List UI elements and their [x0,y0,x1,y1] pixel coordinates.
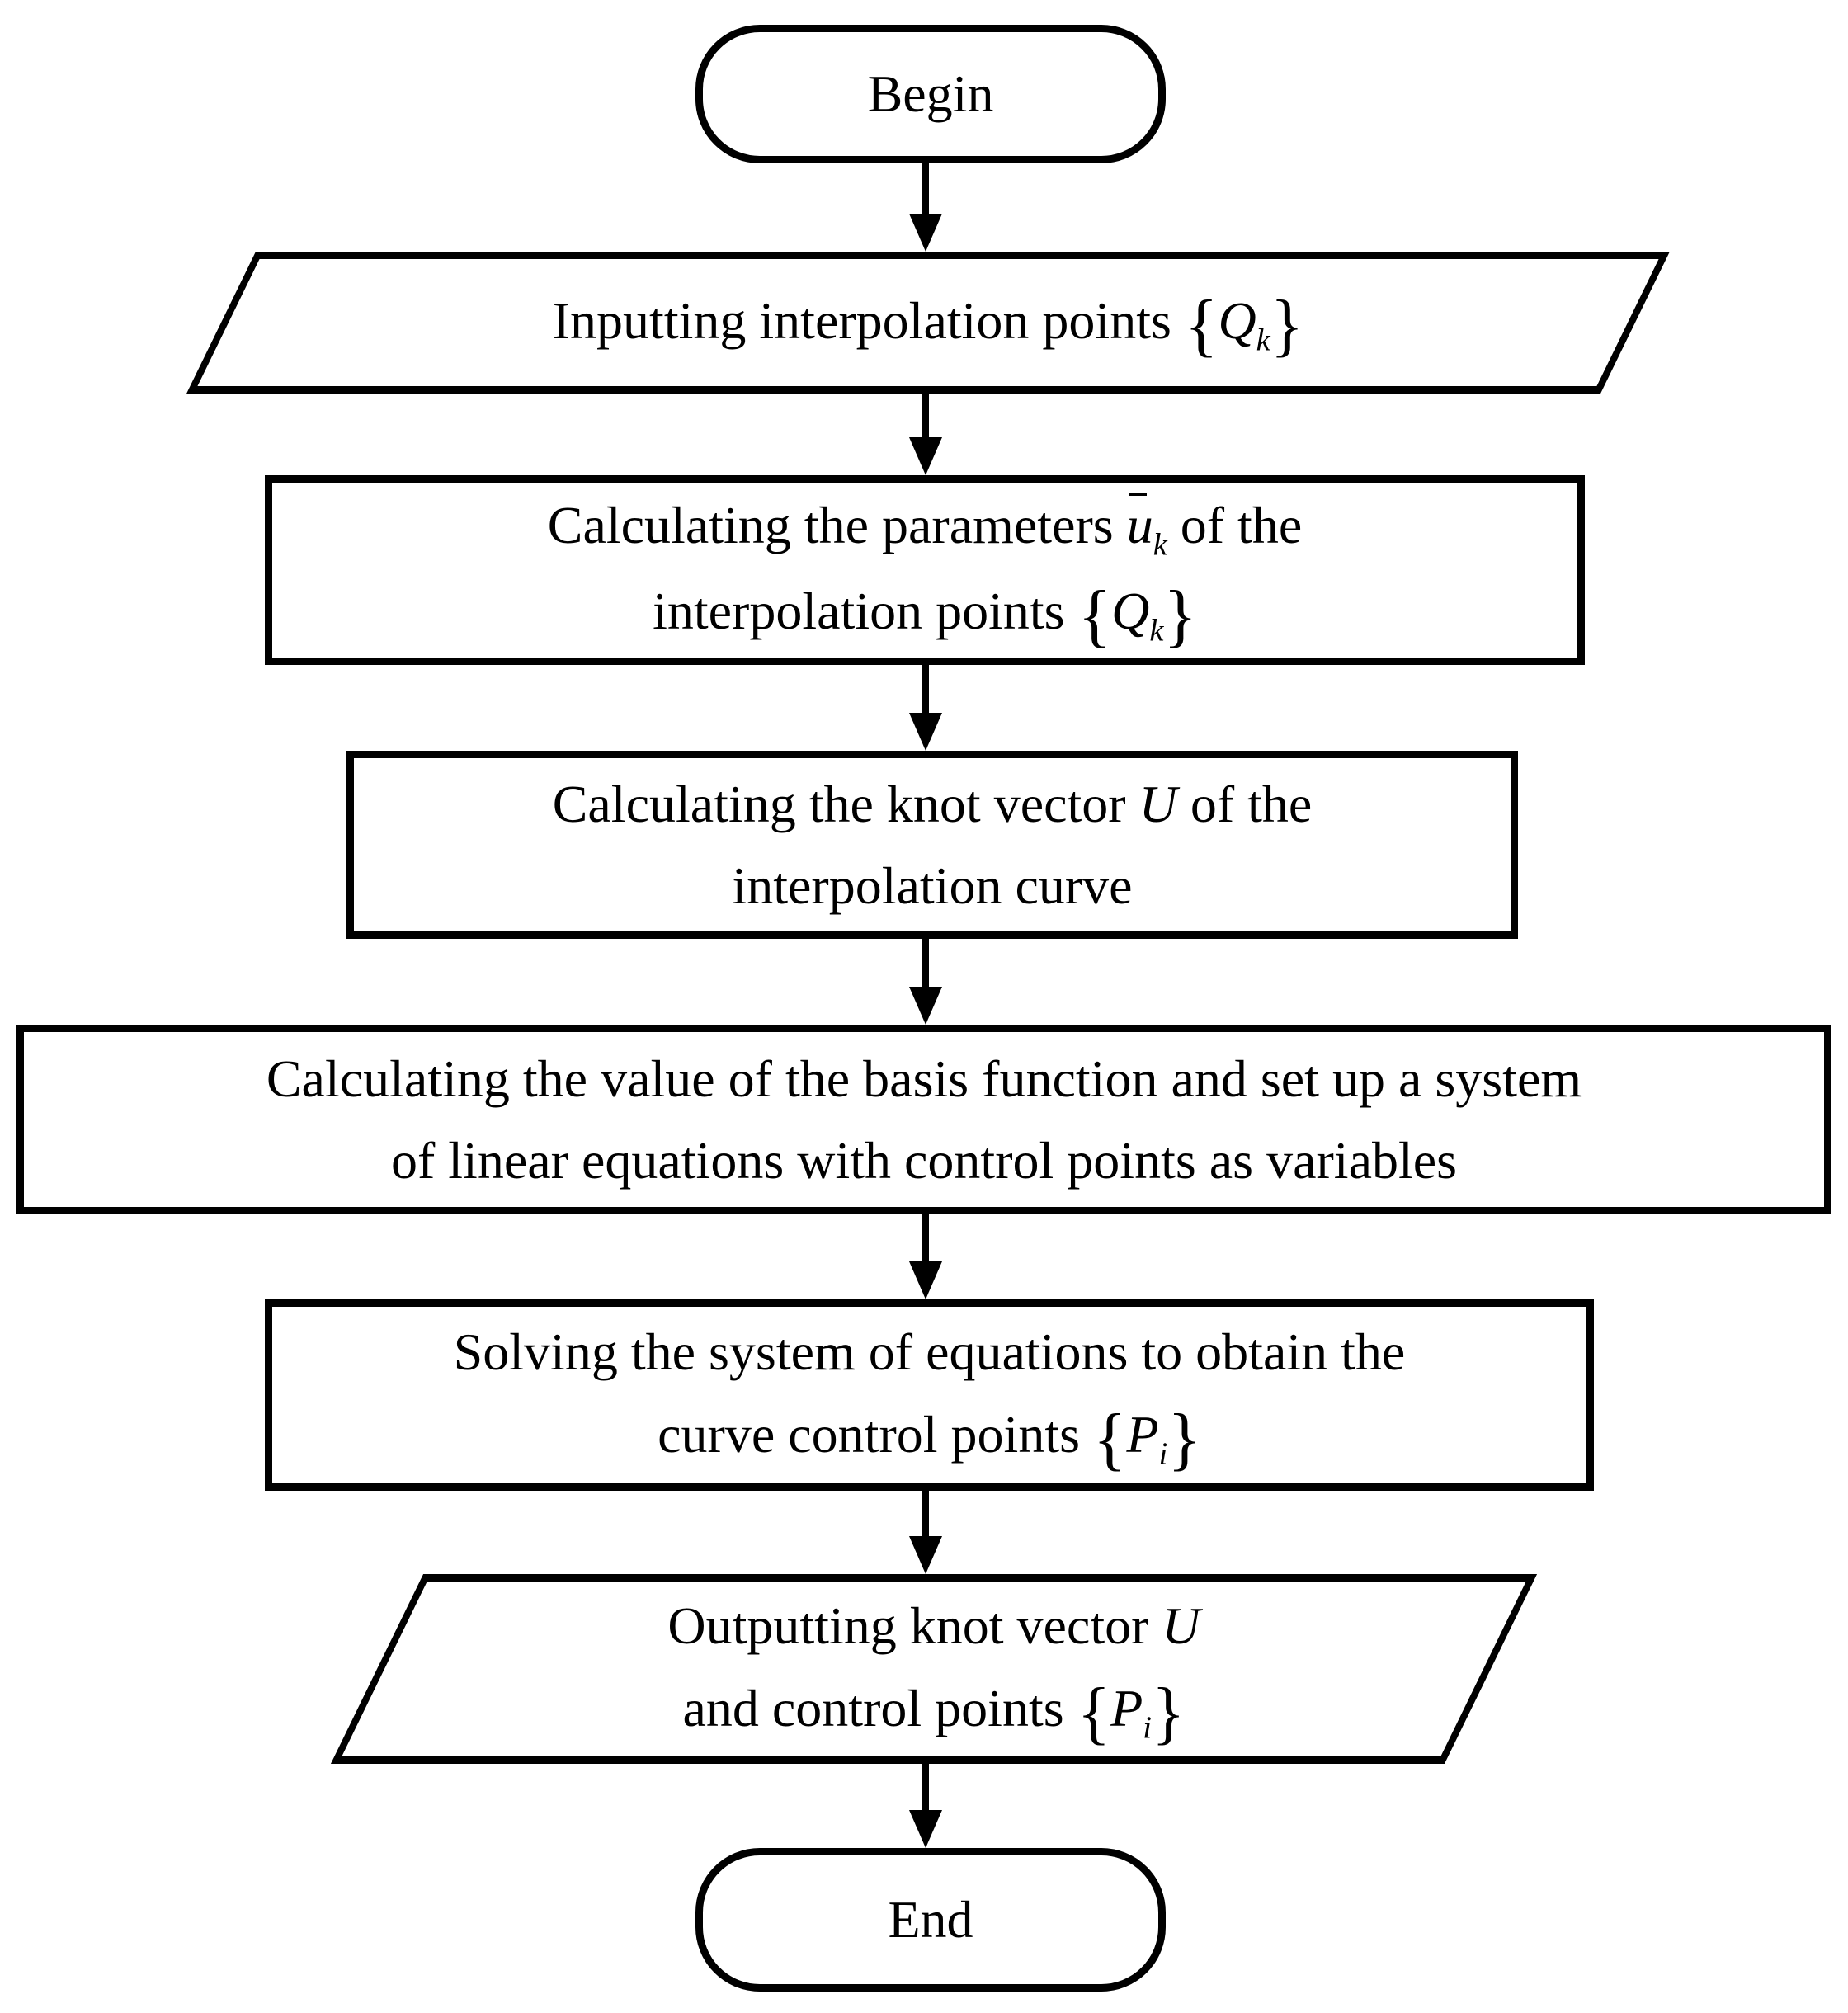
arrow-stem [922,163,929,214]
terminator-end: End [695,1848,1166,1992]
arrow-stem [922,1491,929,1536]
node-label: Begin [867,64,994,124]
node-label: Calculating the value of the basis funct… [266,1049,1582,1190]
arrow-begin-to-input [909,163,942,252]
arrow-stem [922,1214,929,1261]
arrow-head-icon [909,1810,942,1848]
arrow-stem [922,939,929,987]
arrow-input-to-params [909,394,942,475]
arrow-stem [922,665,929,713]
arrow-stem [922,1764,929,1810]
arrow-head-icon [909,987,942,1025]
arrow-knot-to-basis [909,939,942,1025]
node-label: Inputting interpolation points {Qk} [552,286,1304,364]
node-label: Solving the system of equations to obtai… [453,1322,1406,1478]
arrow-solve-to-output [909,1491,942,1574]
arrow-head-icon [909,437,942,475]
arrow-params-to-knot [909,665,942,751]
process-basis-function-linear-system: Calculating the value of the basis funct… [16,1025,1832,1214]
arrow-head-icon [909,1261,942,1299]
arrow-head-icon [909,214,942,252]
arrow-head-icon [909,713,942,751]
terminator-begin: Begin [695,25,1166,163]
process-solve-equations: Solving the system of equations to obtai… [265,1299,1594,1491]
io-inputting-points: Inputting interpolation points {Qk} [186,252,1670,394]
arrow-head-icon [909,1536,942,1574]
arrow-output-to-end [909,1764,942,1848]
arrow-basis-to-solve [909,1214,942,1299]
node-label: End [888,1890,974,1949]
arrow-stem [922,394,929,437]
